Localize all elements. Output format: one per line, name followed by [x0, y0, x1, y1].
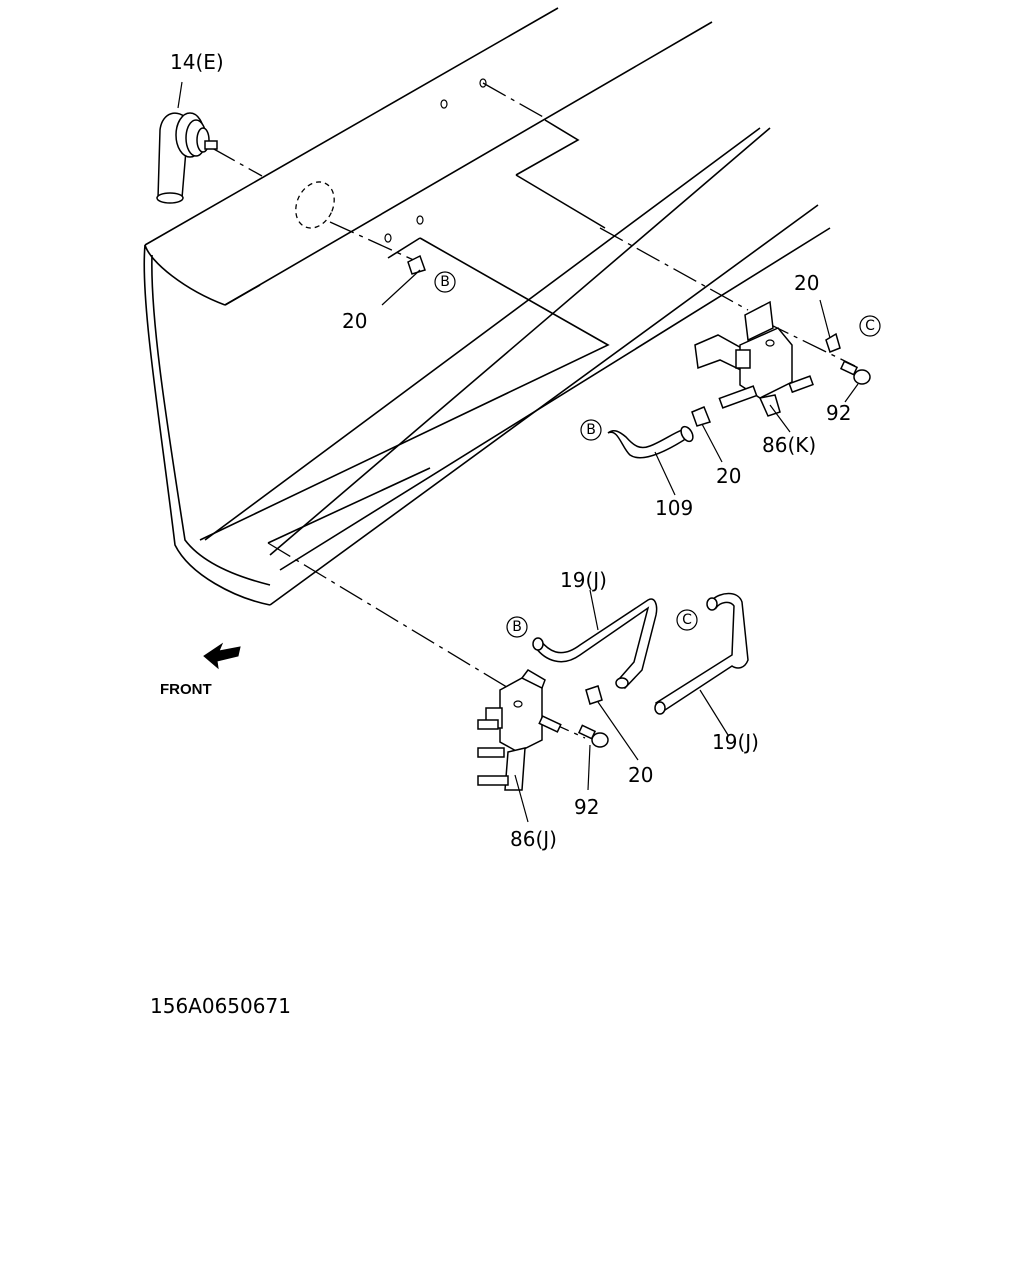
front-label: FRONT — [160, 681, 212, 698]
callout-109: 109 — [655, 496, 693, 520]
assembly-leader-lines — [211, 82, 856, 739]
part-92-bolt-bottom — [577, 724, 609, 791]
svg-text:C: C — [865, 318, 875, 334]
drawing-code: 156A0650671 — [150, 994, 291, 1018]
connector-marker-c2: C — [676, 609, 698, 631]
part-19j-hose-left — [532, 589, 658, 690]
callout-92-top: 92 — [826, 401, 851, 425]
body-panel — [143, 7, 831, 606]
part-20-clamp-bottom — [585, 685, 639, 761]
connector-marker-c1: C — [859, 315, 881, 337]
part-20-clamp-left — [381, 254, 426, 306]
callout-20-mid: 20 — [716, 464, 741, 488]
part-92-bolt-top — [839, 360, 871, 403]
svg-text:B: B — [512, 619, 522, 635]
part-14e-elbow — [156, 81, 218, 204]
callout-19j-right: 19(J) — [712, 730, 759, 754]
callout-86j: 86(J) — [510, 827, 557, 851]
connector-marker-b3: B — [506, 616, 528, 638]
part-19j-hose-right — [654, 592, 749, 736]
callout-92-bottom: 92 — [574, 795, 599, 819]
svg-text:B: B — [440, 274, 450, 290]
part-109-hose — [607, 425, 694, 496]
part-20-clamp-mid — [691, 406, 723, 463]
callout-86k: 86(K) — [762, 433, 816, 457]
svg-text:B: B — [586, 422, 596, 438]
part-86j-valve — [477, 669, 562, 823]
callout-20-left: 20 — [342, 309, 367, 333]
callout-19j-left: 19(J) — [560, 568, 607, 592]
callout-20-bottom: 20 — [628, 763, 653, 787]
front-arrow-icon — [203, 642, 241, 670]
svg-text:C: C — [682, 612, 692, 628]
connector-marker-b1: B — [434, 271, 456, 293]
part-86k-valve — [694, 300, 814, 433]
callout-14e: 14(E) — [170, 50, 224, 74]
connector-marker-b2: B — [580, 419, 602, 441]
callout-20-top-right: 20 — [794, 271, 819, 295]
callout-labels: 14(E) 20 20 92 86(K) 20 109 19(J) 19(J) … — [170, 50, 851, 851]
part-20-clamp-top-right — [819, 299, 841, 353]
